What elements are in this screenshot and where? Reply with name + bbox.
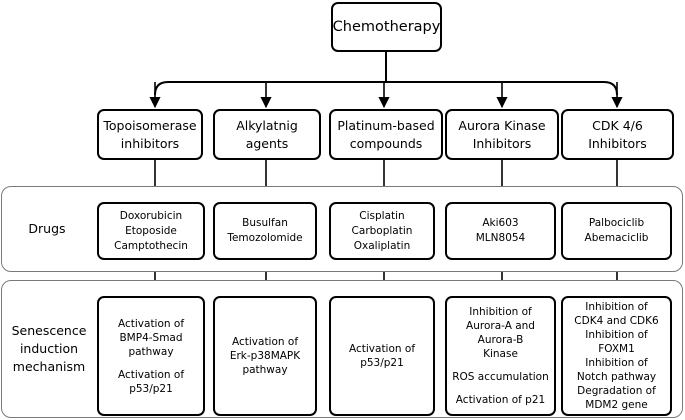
mechanism-node: Activation of p53/p21 (329, 296, 435, 416)
mechanism-text-line: Notch pathway (576, 371, 657, 383)
drug-name-line: MLN8054 (475, 232, 526, 244)
mechanism-text-line: BMP4-Smad (119, 331, 183, 344)
drug-name-line: Busulfan (242, 217, 288, 229)
drug-name-line: Camptothecin (114, 239, 188, 252)
mechanism-node: Inhibition of Aurora-A and Aurora-B Kinase… (445, 296, 556, 416)
mechanism-text-line: MDM2 gene (585, 399, 648, 411)
mechanism-node: Activation of Erk-p38MAPK pathway (213, 296, 317, 416)
drug-name-line: Cisplatin (359, 209, 405, 222)
mechanism-label: Senescence induction mechanism (4, 280, 94, 418)
category-node: Platinum-based compounds (329, 109, 443, 160)
root-node-label: Chemotherapy (332, 19, 441, 35)
drug-name-line: Etoposide (125, 224, 177, 237)
drug-name-line: Carboplatin (351, 224, 413, 237)
mechanism-text-line: Inhibition of (585, 357, 648, 369)
mechanism-label-line: induction (19, 341, 79, 356)
drug-name-line: Doxorubicin (119, 209, 183, 222)
category-label-line: Inhibitors (472, 135, 532, 151)
drug-name-line: Abemaciclib (584, 232, 649, 244)
mechanism-text-line: Activation of (117, 317, 185, 330)
category-node: CDK 4/6 Inhibitors (561, 109, 674, 160)
mechanism-text-line: Activation of (348, 343, 416, 355)
mechanism-text-line: pathway (242, 364, 288, 376)
mechanism-label-line: Senescence (11, 323, 87, 338)
drug-name-line: Oxaliplatin (353, 239, 411, 252)
mechanism-text-line: Inhibition of FOXM1 (585, 329, 648, 355)
mechanism-text-line: Degradation of (577, 385, 656, 397)
branch-line (154, 81, 618, 96)
category-label-line: Aurora Kinase (458, 117, 546, 133)
root-node-chemotherapy: Chemotherapy (331, 2, 442, 52)
category-label-line: CDK 4/6 Inhibitors (588, 117, 647, 151)
mechanism-text-line: Inhibition of (585, 301, 648, 313)
mechanism-label-line: mechanism (12, 359, 86, 374)
category-label-line: compounds (349, 135, 423, 151)
drugs-label: Drugs (4, 186, 90, 272)
drugs-label-text: Drugs (28, 221, 66, 236)
drug-name-line: Temozolomide (227, 232, 303, 244)
category-label-line: inhibitors (120, 135, 180, 151)
category-label-line: Topoisomerase (103, 117, 197, 133)
mechanism-text-line: CDK4 and CDK6 (574, 315, 659, 327)
category-label-line: Platinum-based (337, 117, 435, 133)
mechanism-text-line: Activation of p21 (455, 394, 546, 406)
category-node: Alkylatnig agents (213, 109, 321, 160)
mechanism-text-line: ROS accumulation (452, 371, 549, 383)
mechanism-text-line: Aurora-A and Aurora-B (466, 320, 535, 346)
category-label-line: Alkylatnig agents (236, 117, 298, 151)
drug-name-line: Aki603 (482, 217, 519, 229)
mechanism-text-line: Activation of (117, 368, 185, 381)
mechanism-text-line: pathway (128, 345, 174, 358)
drug-name-line: Palbociclib (588, 217, 645, 229)
category-node: Topoisomerase inhibitors (97, 109, 203, 160)
mechanism-text-line: Inhibition of (469, 306, 532, 318)
mechanism-text-line: Kinase (483, 348, 518, 360)
mechanism-text-line: Activation of (231, 336, 299, 348)
mechanism-text-line: p53/p21 (360, 357, 404, 369)
mechanism-text-line: p53/p21 (129, 382, 173, 395)
mechanism-text-line: Erk-p38MAPK (229, 350, 301, 362)
